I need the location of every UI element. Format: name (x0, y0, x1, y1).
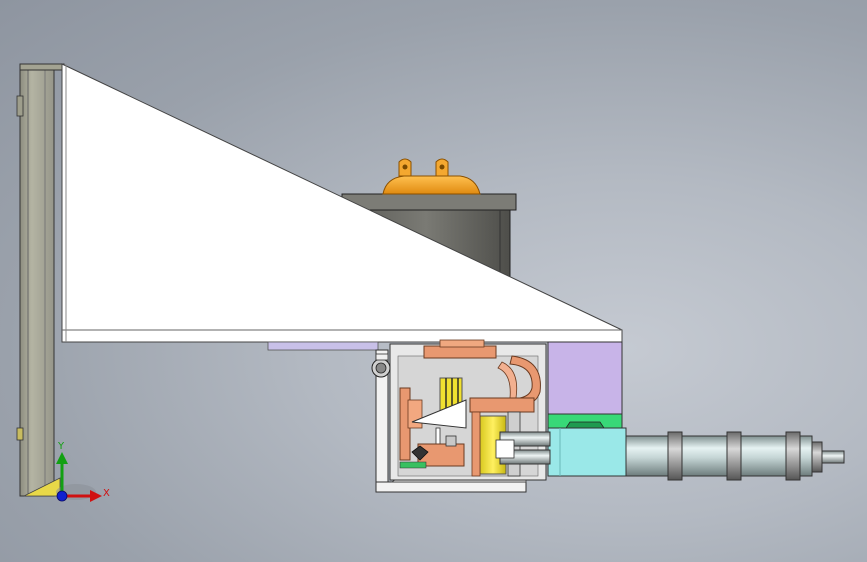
x-axis-arrow-icon (90, 490, 102, 502)
support-block[interactable] (547, 341, 623, 415)
cylinder-ring-1 (667, 431, 683, 481)
copper-top-bar-tab (439, 339, 485, 348)
post-side-tab-top (16, 95, 24, 117)
post-body[interactable] (19, 63, 55, 497)
hopper-lid-handle[interactable] (382, 175, 481, 195)
post-side-tab-bottom (16, 427, 24, 441)
knob-cap (375, 353, 389, 361)
slide-support-assembly[interactable] (547, 341, 627, 477)
copper-top-bar[interactable] (423, 345, 497, 359)
post-top-cap (19, 63, 65, 71)
handle-hole-right (439, 164, 445, 170)
gripper-mechanism[interactable] (371, 339, 551, 493)
green-base-strip (399, 461, 427, 469)
handle-hole-left (402, 164, 408, 170)
pneumatic-cylinder[interactable] (625, 431, 845, 481)
rail-notch (565, 421, 605, 429)
small-fitting (445, 435, 457, 447)
cylinder-ring-2 (726, 431, 742, 481)
white-collar (495, 439, 515, 459)
z-axis-dot-icon (56, 490, 68, 502)
post-foot-bracket (23, 477, 61, 497)
y-axis-arrow-icon (56, 452, 68, 464)
mount-base-plate[interactable] (375, 481, 527, 493)
white-wedge[interactable] (411, 399, 467, 429)
cylinder-end-cap (811, 441, 823, 473)
copper-side-strip (471, 411, 481, 477)
cylinder-rod[interactable] (821, 450, 845, 464)
gusset-plate-assembly[interactable] (61, 63, 623, 351)
cylinder-ring-3 (785, 431, 801, 481)
cylinder-barrel[interactable] (625, 435, 813, 477)
vertical-frame-post[interactable] (16, 63, 65, 497)
x-axis-label: X (103, 488, 110, 499)
hopper-flange (341, 193, 517, 211)
copper-mid-plate[interactable] (469, 397, 535, 413)
gusset-underside-plate (267, 341, 379, 351)
y-axis-label: Y (57, 441, 65, 452)
dark-clamp-left (411, 445, 429, 461)
triangular-gusset-plate[interactable] (61, 63, 623, 343)
copper-left-block (407, 399, 423, 429)
pivot-knob-inner (375, 362, 387, 374)
coordinate-triad: X Y (56, 441, 110, 502)
